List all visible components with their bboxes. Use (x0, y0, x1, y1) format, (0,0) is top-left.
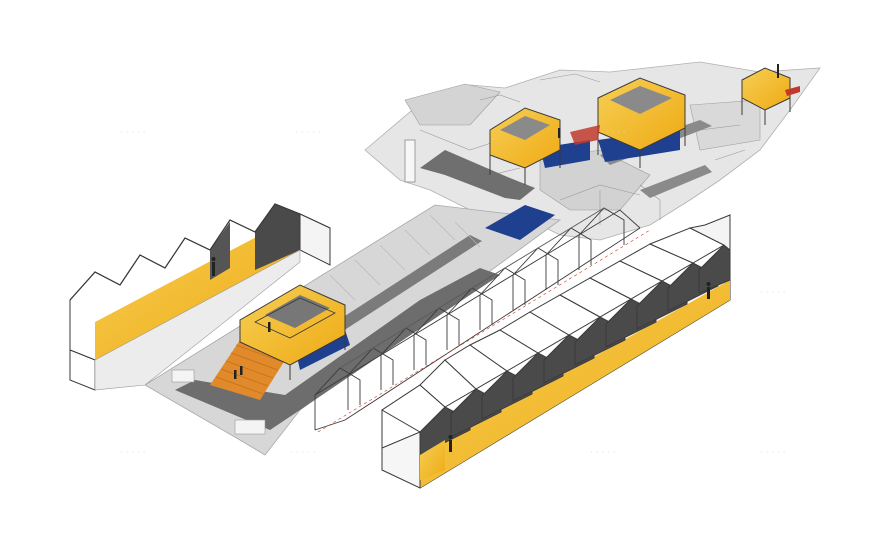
svg-text:· · · · ·: · · · · · (760, 448, 786, 458)
svg-text:· · · · ·: · · · · · (290, 448, 316, 458)
sawtooth-hall-left (69, 203, 331, 391)
svg-text:· · · · ·: · · · · · (760, 288, 786, 298)
sawtooth-hall-front (381, 214, 731, 489)
svg-text:· · · · ·: · · · · · (295, 128, 321, 138)
amphitheater-pavilion (210, 284, 346, 400)
svg-text:· · · · ·: · · · · · (590, 448, 616, 458)
svg-text:· · · · ·: · · · · · (600, 128, 626, 138)
pavilion-upper-right (741, 64, 800, 125)
glass-frame-corridor (314, 207, 651, 433)
pavilion-upper-mid (570, 77, 686, 168)
pavilion-upper-left (489, 107, 561, 185)
svg-text:· · · · ·: · · · · · (120, 448, 146, 458)
watermarks: · · · · · · · · · · · · · · · · · · · · … (120, 128, 786, 458)
svg-text:· · · · ·: · · · · · (120, 128, 146, 138)
